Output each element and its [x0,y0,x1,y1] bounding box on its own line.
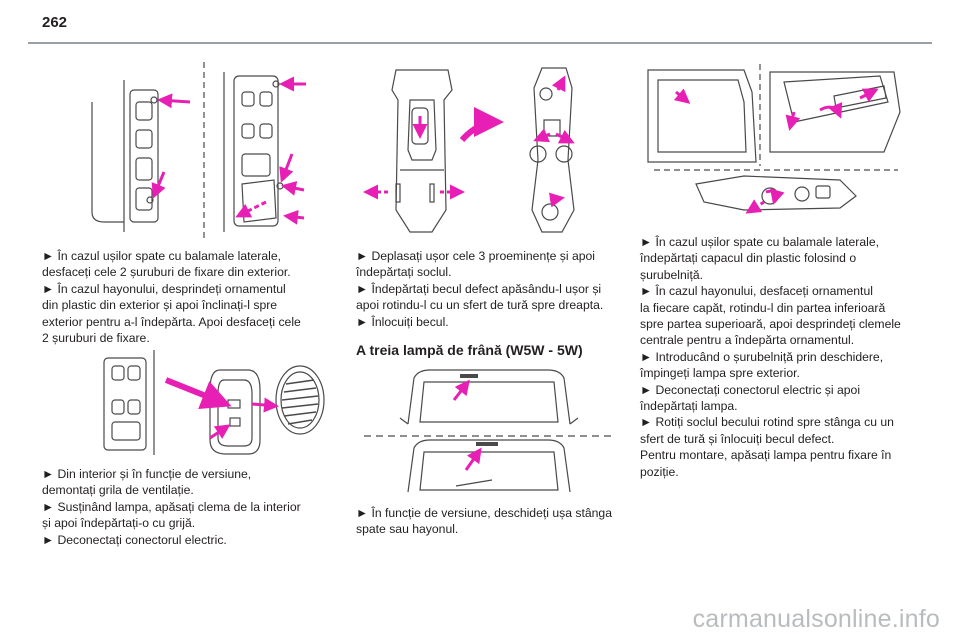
text-line: exterior pentru a-l îndepărta. Apoi desf… [42,314,301,329]
text-line: la fiecare capăt, rotindu-l din partea i… [640,300,886,315]
text-block-col3-1: ► În cazul ușilor spate cu balamale late… [640,234,940,480]
page-number: 262 [42,14,68,31]
text-line: ► Deconectați conectorul electric și apo… [640,382,861,397]
text-line: 2 șuruburi de fixare. [42,331,150,346]
text-line: sfert de tură și înlocuiți becul defect. [640,431,835,446]
text-line: poziție. [640,464,679,479]
text-line: ► Deconectați conectorul electric. [42,532,227,547]
text-line: ► Susținând lampa, apăsați clema de la i… [42,499,301,514]
text-line: spate sau hayonul. [356,522,459,537]
text-line: ► Rotiți soclul becului rotind spre stân… [640,415,894,430]
figure-third-brake-lamp [364,368,614,498]
text-line: împingeți lampa spre exterior. [640,366,800,381]
figure-ventilation-grille [100,350,330,455]
text-line: spre partea superioară, apoi desprindeți… [640,317,901,332]
text-line: îndepărtați capacul din plastic folosind… [640,251,857,266]
watermark: carmanualsonline.info [692,605,940,633]
text-line: ► În funcție de versiune, deschideți ușa… [356,506,612,520]
text-line: ► Îndepărtați becul defect apăsându-l uș… [356,281,602,296]
text-line: ► În cazul hayonului, desprindeți orname… [42,281,286,296]
text-line: îndepărtați lampa. [640,399,738,414]
text-line: Pentru montare, apăsați lampa pentru fix… [640,448,892,463]
text-line: centrale pentru a îndepărta ornamentul. [640,333,855,348]
text-line: șurubelniță. [640,267,704,282]
text-line: ► În cazul ușilor spate cu balamale late… [42,249,282,263]
text-line: apoi rotindu-l cu un sfert de tură spre … [356,298,604,313]
text-block-col1-1: ► În cazul ușilor spate cu balamale late… [42,248,342,346]
figure-rear-lamp-screws [84,62,316,240]
text-line: demontați grila de ventilație. [42,483,194,498]
text-block-col2-2: ► În funcție de versiune, deschideți ușa… [356,505,636,538]
text-line: îndepărtați soclul. [356,265,452,280]
text-line: ► În cazul ușilor spate cu balamale late… [640,235,880,249]
text-block-col1-2: ► Din interior și în funcție de versiune… [42,466,342,548]
text-line: din plastic din exterior și apoi înclina… [42,298,278,313]
figure-hatch-trim-lamp [644,62,904,224]
section-heading: A treia lampă de frână (W5W - 5W) [356,342,583,358]
text-line: ► În cazul hayonului, desfaceți ornament… [640,284,873,299]
text-line: ► Înlocuiți becul. [356,314,449,329]
figure-bulb-holder [352,60,602,238]
text-line: ► Deplasați ușor cele 3 proeminențe și a… [356,249,596,263]
text-line: ► Introducând o șurubelniță prin deschid… [640,349,884,364]
text-line: și apoi îndepărtați-o cu grijă. [42,516,196,531]
text-block-col2-1: ► Deplasați ușor cele 3 proeminențe și a… [356,248,636,330]
header-rule [28,42,932,44]
text-line: desfaceți cele 2 șuruburi de fixare din … [42,265,291,280]
text-line: ► Din interior și în funcție de versiune… [42,467,252,481]
